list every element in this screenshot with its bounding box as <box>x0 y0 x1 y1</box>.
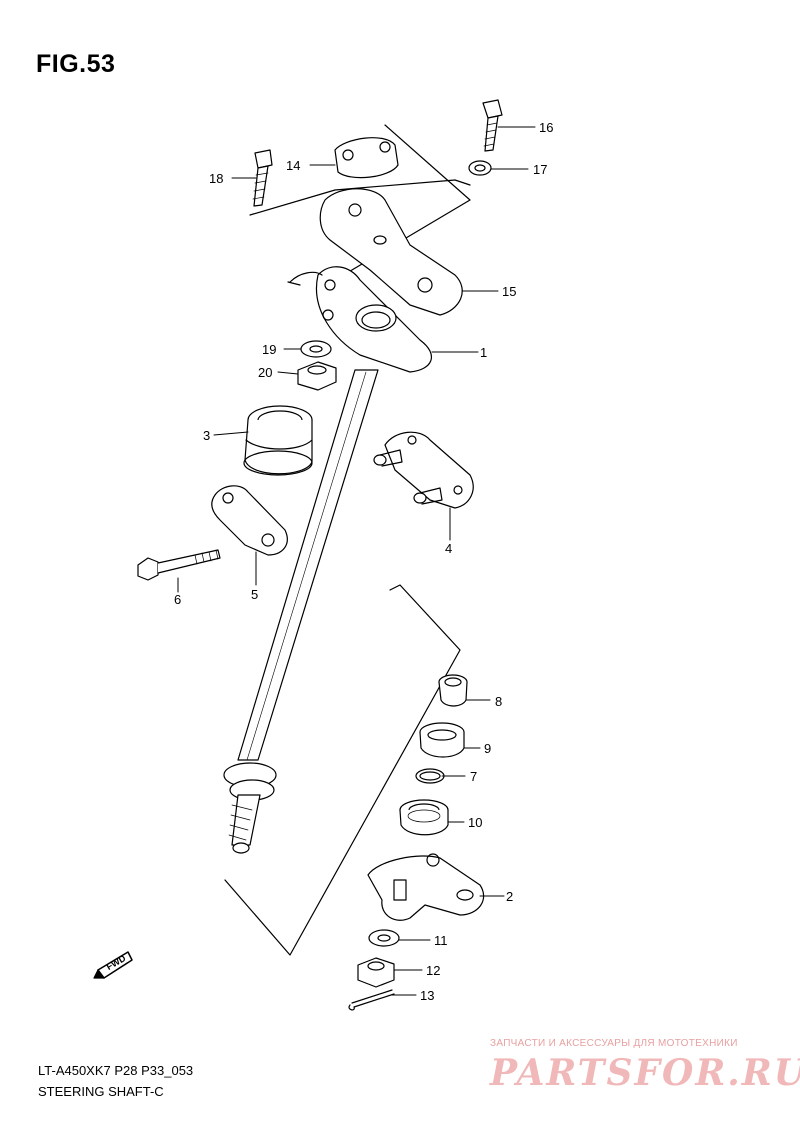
leader-lines <box>177 126 536 996</box>
steering-arm-2 <box>367 853 485 921</box>
callout-2: 2 <box>506 889 513 904</box>
figure-title: FIG.53 <box>36 50 116 78</box>
callout-13: 13 <box>420 988 434 1003</box>
callout-12: 12 <box>426 963 440 978</box>
callout-18: 18 <box>209 171 223 186</box>
shaft-holder-half <box>211 485 288 556</box>
callout-19: 19 <box>262 342 276 357</box>
shaft-holder <box>373 431 474 509</box>
callout-4: 4 <box>445 541 452 556</box>
callout-10: 10 <box>468 815 482 830</box>
callout-1: 1 <box>480 345 487 360</box>
upper-bracket <box>319 188 463 316</box>
watermark-logo: PARTSFOR.RU <box>490 1052 800 1094</box>
callout-6: 6 <box>174 592 181 607</box>
nut-20 <box>297 361 337 391</box>
steering-shaft <box>223 369 379 854</box>
washer-17 <box>468 160 492 176</box>
callout-14: 14 <box>286 158 300 173</box>
callout-16: 16 <box>539 120 553 135</box>
bushing-8 <box>438 674 468 707</box>
callout-15: 15 <box>502 284 516 299</box>
callout-17: 17 <box>533 162 547 177</box>
washer-19 <box>300 340 332 358</box>
bearing-10 <box>399 799 449 836</box>
lower-bracket-plate <box>287 266 432 373</box>
nut-12 <box>357 957 395 988</box>
callout-11: 11 <box>434 933 448 948</box>
seal-9 <box>419 722 465 758</box>
figure-name: STEERING SHAFT-C <box>38 1084 164 1099</box>
fwd-arrow-icon <box>93 951 133 979</box>
bolt-18 <box>252 149 273 207</box>
shaft-bushing <box>243 405 313 476</box>
bolt-16 <box>482 99 503 152</box>
callout-5: 5 <box>251 587 258 602</box>
callout-3: 3 <box>203 428 210 443</box>
watermark-tagline: ЗАПЧАСТИ И АКСЕССУАРЫ ДЛЯ МОТОТЕХНИКИ <box>490 1038 738 1049</box>
cotter-pin-13 <box>348 989 395 1011</box>
lower-guide-line <box>224 584 461 956</box>
handlebar-clamp-cap <box>334 137 399 179</box>
washer-11 <box>368 929 400 947</box>
o-ring-7 <box>415 768 445 784</box>
figure-code: LT-A450XK7 P28 P33_053 <box>38 1063 194 1078</box>
callout-8: 8 <box>495 694 502 709</box>
callout-20: 20 <box>258 365 272 380</box>
callout-9: 9 <box>484 741 491 756</box>
bolt-6 <box>137 549 221 581</box>
callout-7: 7 <box>470 769 477 784</box>
